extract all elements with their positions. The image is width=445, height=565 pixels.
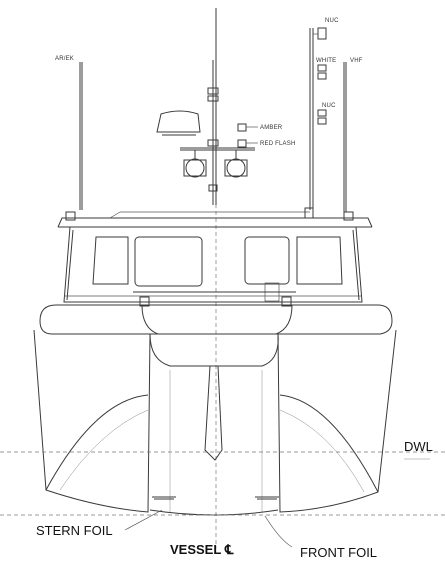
stern-foil [152, 496, 176, 500]
searchlight-left-icon [183, 150, 207, 178]
window-port-side [92, 236, 129, 285]
tunnel-bottom [149, 509, 279, 516]
radar-dome-icon [156, 110, 201, 136]
ar-ek-antenna [79, 62, 83, 210]
light-crossbar [180, 123, 258, 151]
label-amber: AMBER [260, 125, 283, 131]
cabin-roof [57, 207, 373, 228]
starboard-pontoon [277, 329, 397, 513]
label-dwl: DWL [404, 439, 433, 454]
stern-foil-leader [124, 509, 163, 531]
cabin-windows [64, 236, 362, 302]
label-red-flash: RED FLASH [260, 141, 295, 147]
center-keel [204, 365, 223, 461]
vhf-antenna [343, 62, 347, 212]
searchlight-right-icon [224, 150, 248, 178]
front-foil-leader [264, 515, 293, 548]
label-centerline-symbol: ℄ [224, 542, 234, 557]
label-white: WHITE [316, 58, 336, 64]
center-tunnel [149, 333, 279, 516]
hull-deck [39, 296, 393, 335]
central-mast [207, 8, 219, 205]
right-light-mast [309, 27, 327, 210]
label-ar-ek: AR/EK [55, 56, 74, 62]
label-vessel: VESSEL [170, 542, 221, 557]
window-center-left [134, 236, 203, 287]
label-vhf: VHF [350, 58, 363, 64]
front-foil [255, 496, 279, 500]
window-center-right [244, 236, 290, 285]
cabin-body [63, 226, 363, 303]
label-nuc-mid: NUC [322, 103, 336, 109]
window-starboard-side [296, 236, 343, 285]
label-front-foil: FRONT FOIL [300, 545, 377, 560]
port-pontoon [33, 329, 151, 513]
label-nuc-top: NUC [325, 18, 339, 24]
label-stern-foil: STERN FOIL [36, 523, 113, 538]
